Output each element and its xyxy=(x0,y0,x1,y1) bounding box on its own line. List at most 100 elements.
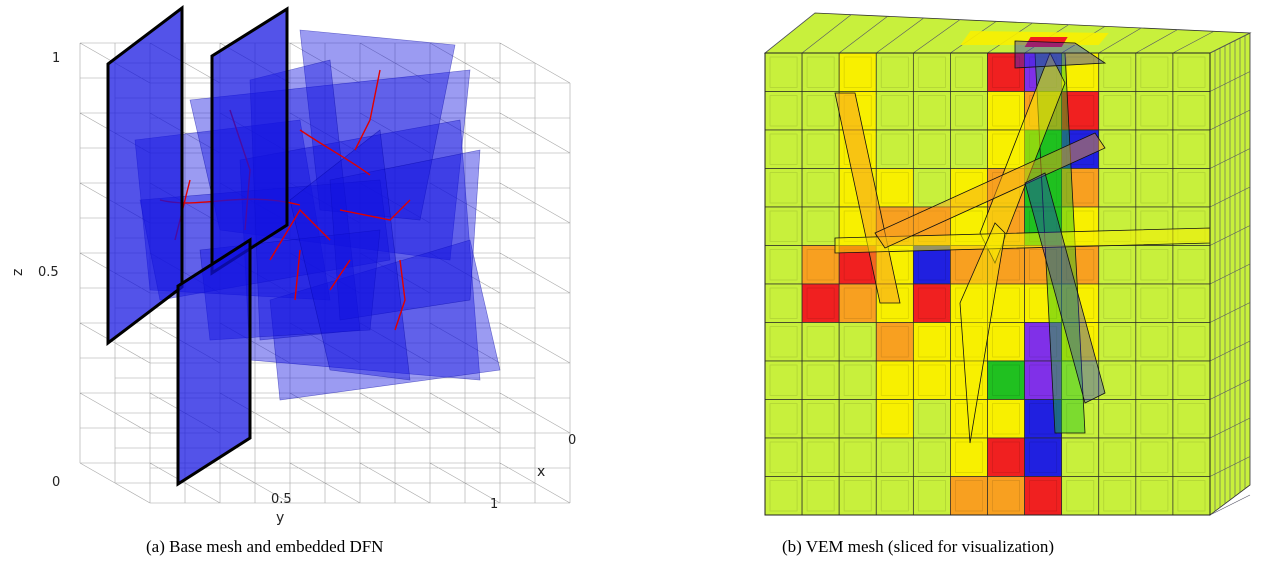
vem-cell xyxy=(875,476,914,516)
vem-cell xyxy=(950,283,988,323)
vem-cell-bevel xyxy=(843,56,872,88)
intersection-trace-5 xyxy=(269,208,331,261)
vem-cell xyxy=(1135,283,1174,323)
vem-cell-bevel xyxy=(1029,364,1058,396)
vem-cell-bevel xyxy=(806,95,835,127)
vem-cell-bevel xyxy=(1177,95,1206,127)
vem-cell xyxy=(1172,91,1211,131)
vem-cell xyxy=(1172,245,1211,285)
vem-cell-bevel xyxy=(917,95,946,127)
vem-cell xyxy=(950,360,988,400)
vem-cell xyxy=(764,399,803,439)
vem-cell xyxy=(950,322,988,362)
vem-cell xyxy=(838,476,877,516)
vem-cell-bevel xyxy=(917,480,946,512)
z-tick-1: 1 xyxy=(52,51,60,66)
base-mesh-plot: 1 0.5 0 z 0.5 y 0 x 1 xyxy=(10,4,576,526)
vem-cell xyxy=(1098,476,1137,516)
vem-cell-bevel xyxy=(880,172,909,204)
vem-cell xyxy=(801,129,840,169)
vem-cell xyxy=(838,360,877,400)
vem-cell xyxy=(875,52,914,92)
intersection-trace-8 xyxy=(294,249,301,301)
vem-cell-bevel xyxy=(843,441,872,473)
vem-cell xyxy=(1135,360,1174,400)
vem-cell-bevel xyxy=(1140,249,1169,281)
vem-cell xyxy=(1098,52,1137,92)
vem-cell-bevel xyxy=(1066,133,1095,165)
z-tick-0: 0 xyxy=(52,475,60,490)
vem-cell xyxy=(1135,245,1174,285)
vem-cell-bevel xyxy=(880,364,909,396)
vem-cell-bevel xyxy=(1140,326,1169,358)
vem-cell-bevel xyxy=(1103,287,1132,319)
vem-cell xyxy=(950,129,988,169)
vem-cell xyxy=(838,52,877,92)
top-line xyxy=(1135,29,1178,54)
vem-cell-bevel xyxy=(806,133,835,165)
vem-cell-bevel xyxy=(1140,364,1169,396)
vem-cell-bevel xyxy=(880,403,909,435)
vem-cell-bevel xyxy=(806,172,835,204)
vem-cell-bevel xyxy=(806,403,835,435)
vem-cell-bevel xyxy=(1066,480,1095,512)
caption-a: (a) Base mesh and embedded DFN xyxy=(146,537,384,556)
vem-cell xyxy=(875,129,914,169)
vem-cell-bevel xyxy=(917,133,946,165)
vem-cell xyxy=(875,399,914,439)
vem-cell xyxy=(1024,360,1063,400)
vem-cell-bevel xyxy=(917,56,946,88)
vem-cell xyxy=(912,399,951,439)
vem-top-face xyxy=(763,12,1252,54)
vem-cell-bevel xyxy=(955,480,983,512)
vem-cell-bevel xyxy=(1140,133,1169,165)
top-line xyxy=(1209,32,1251,54)
vem-cell xyxy=(801,360,840,400)
vem-cell-bevel xyxy=(843,326,872,358)
intersection-trace-3 xyxy=(299,129,371,176)
vem-cell-bevel xyxy=(1103,364,1132,396)
vem-cell-bevel xyxy=(806,441,835,473)
vem-cell xyxy=(987,399,1025,439)
vem-cell xyxy=(838,322,877,362)
vem-cell-bevel xyxy=(1066,364,1095,396)
front-face-outline xyxy=(764,52,1211,516)
vem-cell xyxy=(764,168,803,208)
vem-cell-bevel xyxy=(917,441,946,473)
vem-cell-bevel xyxy=(880,95,909,127)
x-tick-0: 0 xyxy=(568,433,576,448)
vem-cell xyxy=(1098,91,1137,131)
vem-cell xyxy=(838,437,877,477)
vem-cell-bevel xyxy=(1066,249,1095,281)
intersection-trace-6 xyxy=(339,199,411,221)
side-row-line xyxy=(1209,417,1251,439)
vem-cell-bevel xyxy=(955,133,983,165)
vem-cell-bevel xyxy=(1066,287,1095,319)
vem-cell xyxy=(987,360,1025,400)
vem-cell xyxy=(1061,476,1100,516)
vem-cell xyxy=(950,476,988,516)
fracture-8 xyxy=(329,149,481,321)
vem-cell xyxy=(875,322,914,362)
vem-cell-bevel xyxy=(769,210,798,242)
vem-cell xyxy=(912,91,951,131)
vem-cell-bevel xyxy=(1140,287,1169,319)
vem-cell-bevel xyxy=(1177,249,1206,281)
vem-cell-bevel xyxy=(1177,441,1206,473)
vem-cell xyxy=(801,245,840,285)
vem-cell xyxy=(987,437,1025,477)
vem-cell-bevel xyxy=(992,326,1020,358)
vem-cell xyxy=(1024,283,1063,323)
vem-cell-bevel xyxy=(1103,56,1132,88)
vem-cell xyxy=(950,437,988,477)
vem-cell-bevel xyxy=(1177,56,1206,88)
vem-cell xyxy=(1024,476,1063,516)
vem-cell xyxy=(1098,129,1137,169)
vem-cell-bevel xyxy=(955,326,983,358)
z-tick-0.5: 0.5 xyxy=(38,265,59,280)
vem-cell-bevel xyxy=(769,95,798,127)
vem-cell-bevel xyxy=(1177,133,1206,165)
intersection-trace-4 xyxy=(354,69,381,151)
side-row-line xyxy=(1209,456,1251,477)
vem-cell xyxy=(1135,52,1174,92)
